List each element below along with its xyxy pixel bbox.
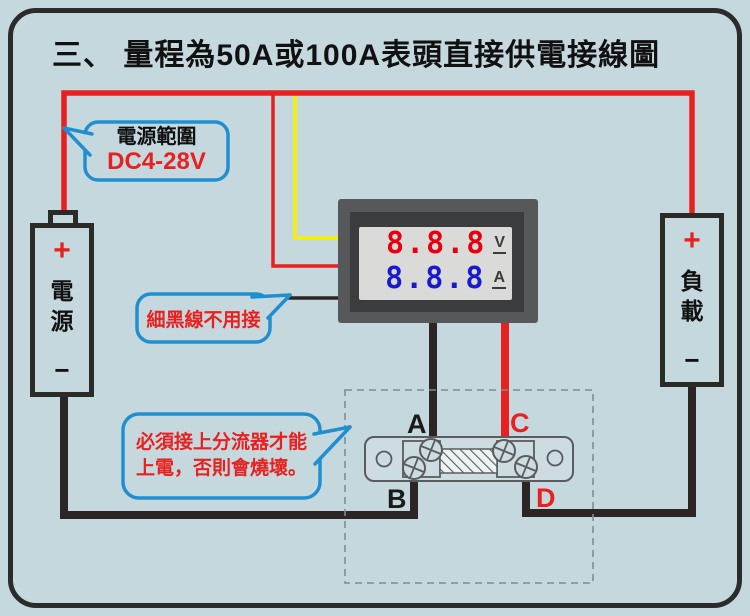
- source-negative-wire: [60, 392, 418, 519]
- load-negative-wire: [522, 383, 696, 517]
- terminal-label-c: C: [510, 408, 530, 438]
- source-minus-label: −: [54, 355, 70, 385]
- source-battery-terminal-nub: [48, 210, 78, 228]
- red-supply-bus: [61, 90, 695, 216]
- current-readout-row: 8.8.8 A: [385, 264, 506, 294]
- source-battery: + 電 源 −: [30, 223, 94, 397]
- power-range-callout-bubble: [62, 120, 230, 182]
- red-branch-wire: [271, 93, 340, 268]
- voltage-unit-label: V: [493, 234, 506, 255]
- load-plus-label: +: [683, 224, 701, 257]
- voltage-readout: 8.8.8: [386, 226, 487, 261]
- source-label-char2: 源: [50, 308, 74, 334]
- terminal-label-a: A: [407, 409, 427, 439]
- screw-terminal-c: [492, 439, 516, 463]
- panel-meter: 8.8.8 V 8.8.8 A: [338, 199, 538, 323]
- shunt-resistive-element: [439, 448, 498, 474]
- source-label-char1: 電: [50, 278, 74, 304]
- shunt-warning-callout-bubble: [121, 412, 352, 500]
- shunt-warning-callout: 必須接上分流器才能 上電，否則會燒壞。: [123, 414, 320, 498]
- panel-meter-display: 8.8.8 V 8.8.8 A: [359, 227, 512, 300]
- load-minus-label: −: [684, 345, 700, 375]
- current-unit-label: A: [492, 269, 506, 290]
- load-battery: + 負 載 −: [660, 213, 724, 387]
- shunt-warning-line2: 上電，否則會燒壞。: [135, 458, 307, 479]
- terminal-label-d: D: [536, 483, 556, 513]
- voltage-readout-row: 8.8.8 V: [386, 229, 506, 259]
- screw-terminal-d: [514, 455, 538, 479]
- power-range-value: DC4-28V: [107, 147, 206, 175]
- thin-wire-callout: 細黑線不用接: [137, 294, 270, 342]
- shunt-dashed-outline: [344, 389, 594, 584]
- screw-terminal-b: [402, 456, 426, 480]
- shunt-hole-right: [546, 449, 564, 467]
- source-plus-label: +: [53, 234, 71, 267]
- yellow-sense-wire: [293, 95, 340, 240]
- page-title: 三、 量程為50A或100A表頭直接供電接線圖: [52, 39, 661, 72]
- load-label-char2: 載: [680, 298, 704, 324]
- load-label-char1: 負: [680, 268, 704, 294]
- thin-wire-callout-bubble: [135, 292, 292, 344]
- screw-terminal-a: [419, 438, 443, 462]
- shunt-resistor: [364, 436, 574, 482]
- power-range-callout: 電源範圍 DC4-28V: [85, 122, 228, 180]
- shunt-warning-line1: 必須接上分流器才能: [135, 432, 307, 454]
- terminal-label-b: B: [387, 484, 407, 514]
- current-readout: 8.8.8: [385, 261, 486, 296]
- shunt-hole-left: [375, 450, 393, 468]
- thin-wire-note-text: 細黑線不用接: [146, 309, 261, 331]
- power-range-label: 電源範圍: [116, 126, 197, 149]
